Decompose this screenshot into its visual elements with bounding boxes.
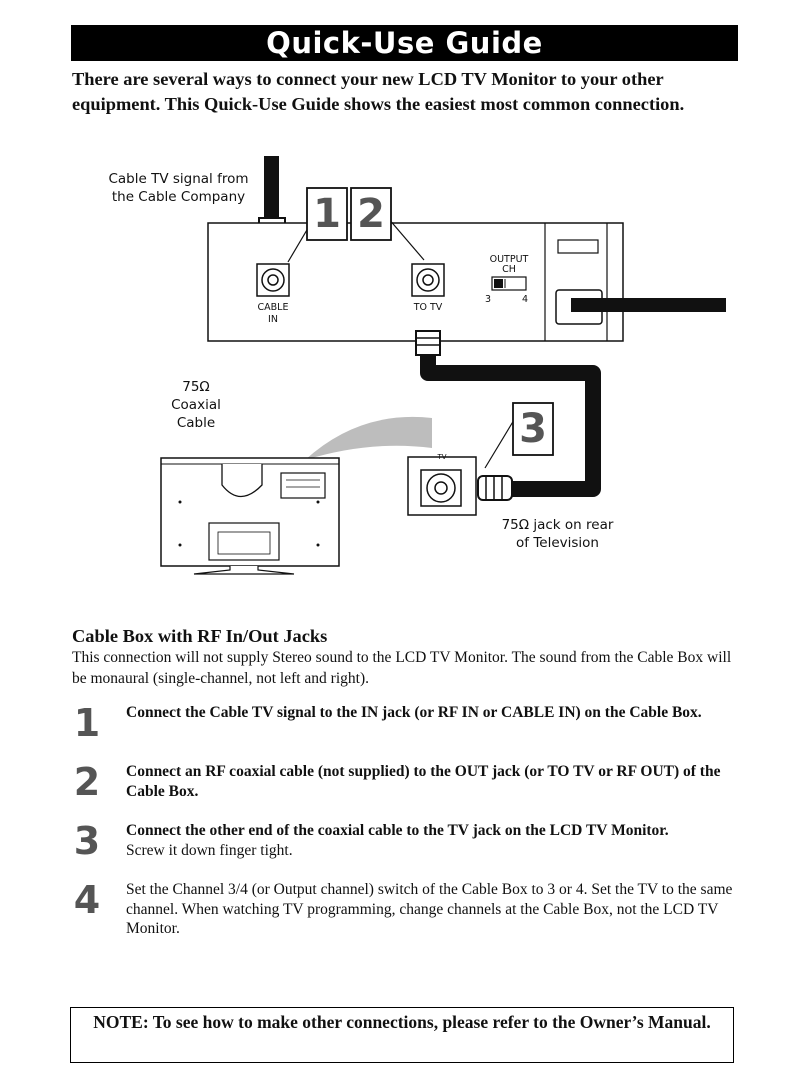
- to-tv-label: TO TV: [413, 302, 443, 313]
- tv-rear-jack-panel: [407, 456, 477, 516]
- cable-in-label-line2: IN: [268, 314, 278, 325]
- coax-label-line2: Coaxial: [171, 397, 221, 413]
- incoming-cable: [264, 156, 279, 222]
- section-description: This connection will not supply Stereo s…: [72, 649, 732, 687]
- tv-jack-connector: [477, 475, 513, 501]
- intro-text: There are several ways to connect your n…: [72, 69, 685, 114]
- callout-1-number: 1: [313, 191, 341, 237]
- tv-jack-label: TV: [437, 453, 447, 461]
- coaxial-cable: [415, 330, 601, 497]
- step-text: Connect the Cable TV signal to the IN ja…: [126, 703, 736, 723]
- cable-box-slot: [557, 239, 599, 254]
- output-channel-switch: [491, 276, 527, 291]
- connection-diagram: Cable TV signal from the Cable Company C…: [0, 140, 808, 590]
- step-bold-text: Connect an RF coaxial cable (not supplie…: [126, 763, 721, 800]
- cable-signal-label-line1: Cable TV signal from: [108, 171, 249, 187]
- cable-in-label-line1: CABLE: [257, 302, 289, 313]
- lcd-tv-rear-view: [160, 457, 340, 575]
- step-text: Set the Channel 3/4 (or Output channel) …: [126, 880, 736, 939]
- ch4-label: 4: [521, 294, 529, 305]
- step-normal-text: Set the Channel 3/4 (or Output channel) …: [126, 881, 733, 937]
- section-heading: Cable Box with RF In/Out Jacks: [72, 626, 328, 646]
- cable-in-jack: [256, 263, 290, 297]
- callout-3-box: [512, 402, 554, 456]
- step-bold-text: Connect the other end of the coaxial cab…: [126, 822, 669, 839]
- step-text: Connect the other end of the coaxial cab…: [126, 821, 736, 860]
- jack-highlight-shading: [305, 416, 432, 460]
- note-box: NOTE: To see how to make other connectio…: [70, 1007, 734, 1063]
- connection-diagram-art: [160, 156, 726, 575]
- rear-jack-label-line2: of Television: [516, 535, 599, 551]
- callout-2-number: 2: [357, 191, 385, 237]
- output-ch-label-line2: CH: [502, 264, 516, 275]
- step-text: Connect an RF coaxial cable (not supplie…: [126, 762, 736, 801]
- step-number: 1: [73, 701, 101, 745]
- step-number: 3: [73, 819, 101, 863]
- step-number: 4: [73, 878, 101, 922]
- coax-label-line1: 75Ω: [182, 379, 210, 395]
- page-title: Quick-Use Guide: [71, 25, 738, 61]
- rear-jack-label-line1: 75Ω jack on rear: [501, 517, 614, 533]
- step-bold-text: Connect the Cable TV signal to the IN ja…: [126, 704, 702, 721]
- to-tv-jack: [411, 263, 445, 297]
- callout-1-box: [306, 187, 348, 241]
- callout-3-number: 3: [519, 406, 547, 452]
- power-cord: [571, 298, 726, 312]
- ch3-label: 3: [484, 294, 492, 305]
- step-number: 2: [73, 760, 101, 804]
- callout-2-box: [350, 187, 392, 241]
- coax-label-line3: Cable: [176, 415, 216, 431]
- cable-signal-label-line2: the Cable Company: [111, 189, 246, 205]
- step-normal-text: Screw it down finger tight.: [126, 841, 293, 859]
- output-ch-label-line1: OUTPUT: [489, 254, 529, 265]
